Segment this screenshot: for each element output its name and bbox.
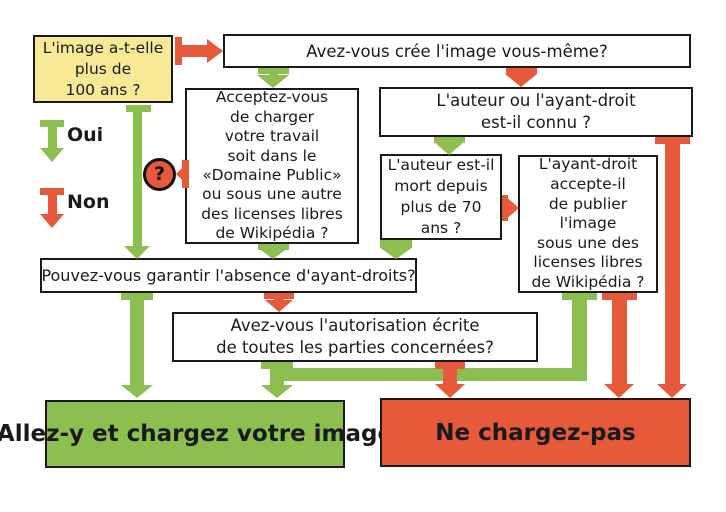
legend-no-arrow-shaft (48, 188, 57, 215)
node-created-yourself: Avez-vous crée l'image vous-même? (223, 34, 691, 68)
node-heir-accepts-license: L'ayant-droit accepte-il de publier l'im… (518, 155, 658, 293)
node-line: de Wikipédia ? (531, 272, 645, 291)
arrow-known-to-dead70-tail (434, 137, 465, 143)
arrow-created-to-known-head (505, 74, 537, 87)
node-line: Acceptez-vous (215, 88, 329, 107)
arrow-age-to-created-head (207, 39, 223, 63)
arrow-known-to-stop-head (657, 384, 687, 398)
arrow-heir-to-go-vshaft (572, 293, 587, 381)
arrow-age-to-created-tail (175, 37, 182, 65)
node-line: de toutes les parties concernées? (216, 338, 494, 357)
legend-yes-label: Oui (67, 124, 104, 146)
arrow-created-to-accept-head (257, 75, 289, 88)
node-line: 100 ans ? (65, 80, 141, 99)
node-do-not-upload: Ne chargez-pas (380, 398, 691, 467)
node-written-authorization: Avez-vous l'autorisation écrite de toute… (172, 312, 538, 362)
arrow-authorization-to-go-shaft (270, 362, 284, 385)
node-author-known: L'auteur ou l'ayant-droit est-il connu ? (379, 87, 693, 137)
node-image-older-100-years: L'image a-t-elle plus de 100 ans ? (33, 35, 173, 103)
arrow-age-to-created-shaft (180, 45, 208, 57)
arrow-accept-to-question-head (176, 161, 189, 187)
arrow-created-to-known-shaft (517, 68, 526, 76)
node-line: est-il connu ? (480, 113, 592, 132)
node-line: Avez-vous l'autorisation écrite (230, 316, 480, 335)
node-line: Allez-y et chargez votre image (0, 421, 394, 447)
node-line: ans ? (420, 219, 462, 237)
node-accept-free-license: Acceptez-vous de charger votre travail s… (185, 88, 359, 244)
arrow-authorization-to-stop-head (435, 384, 465, 398)
arrow-guarantee-to-go-head (121, 385, 153, 398)
node-line: votre travail (224, 127, 320, 146)
question-mark-badge: ? (143, 158, 176, 191)
legend-yes-arrow-head (40, 148, 64, 162)
arrow-guarantee-to-authorization-shaft (274, 293, 284, 302)
arrow-authorization-to-go-head (261, 385, 293, 398)
node-go-upload: Allez-y et chargez votre image (0, 400, 393, 468)
node-line: L'auteur est-il (387, 156, 495, 174)
node-line: plus de 70 (400, 198, 482, 216)
node-line: Ne chargez-pas (435, 419, 636, 446)
node-line: de Wikipédia ? (215, 224, 329, 243)
node-line: des licenses libres (201, 204, 343, 223)
arrow-age-to-guarantee-head (124, 246, 150, 259)
arrow-dead70-to-guarantee-head (379, 247, 413, 259)
arrow-heir-to-go-hline (270, 368, 587, 381)
arrow-known-to-stop-shaft (665, 137, 680, 387)
legend-no-arrow-head (40, 214, 64, 228)
node-line: l'image (559, 214, 617, 233)
node-line: sous une des (537, 233, 639, 252)
arrow-heir-to-stop-shaft (612, 293, 627, 385)
node-line: accepte-il (550, 175, 626, 194)
node-guarantee-no-rights-holders: Pouvez-vous garantir l'absence d'ayant-d… (40, 258, 417, 293)
node-author-dead-70-years: L'auteur est-il mort depuis plus de 70 a… (380, 154, 502, 240)
node-line: de charger (230, 107, 314, 126)
arrow-created-to-accept-shaft (269, 68, 278, 77)
node-line: «Domaine Public» (202, 166, 342, 184)
arrow-dead70-to-guarantee-shaft (391, 240, 401, 248)
node-line: ou sous une autre (202, 185, 342, 204)
arrow-dead70-to-heir-head (504, 195, 519, 221)
node-line: Avez-vous crée l'image vous-même? (306, 41, 608, 61)
node-line: licenses libres (533, 253, 643, 272)
node-line: soit dans le (227, 146, 317, 165)
node-line: L'ayant-droit (538, 155, 638, 174)
arrow-accept-to-guarantee-head (258, 248, 288, 259)
arrow-guarantee-to-go-shaft (130, 293, 144, 385)
node-line: Pouvez-vous garantir l'absence d'ayant-d… (41, 266, 416, 285)
arrow-age-to-guarantee-shaft (133, 105, 142, 246)
arrow-accept-to-guarantee-tail (258, 244, 289, 250)
arrow-guarantee-to-authorization-head (265, 300, 293, 312)
node-line: plus de (74, 59, 132, 78)
node-line: L'image a-t-elle (42, 38, 164, 57)
node-line: L'auteur ou l'ayant-droit (436, 91, 636, 110)
arrow-authorization-to-stop-shaft (443, 362, 457, 386)
arrow-known-to-dead70-head (434, 142, 464, 155)
node-line: de publier (548, 194, 628, 213)
legend-no-label: Non (67, 191, 110, 213)
node-line: mort depuis (394, 177, 488, 195)
legend-yes-arrow-shaft (48, 120, 57, 149)
arrow-heir-to-stop-head (604, 384, 634, 398)
